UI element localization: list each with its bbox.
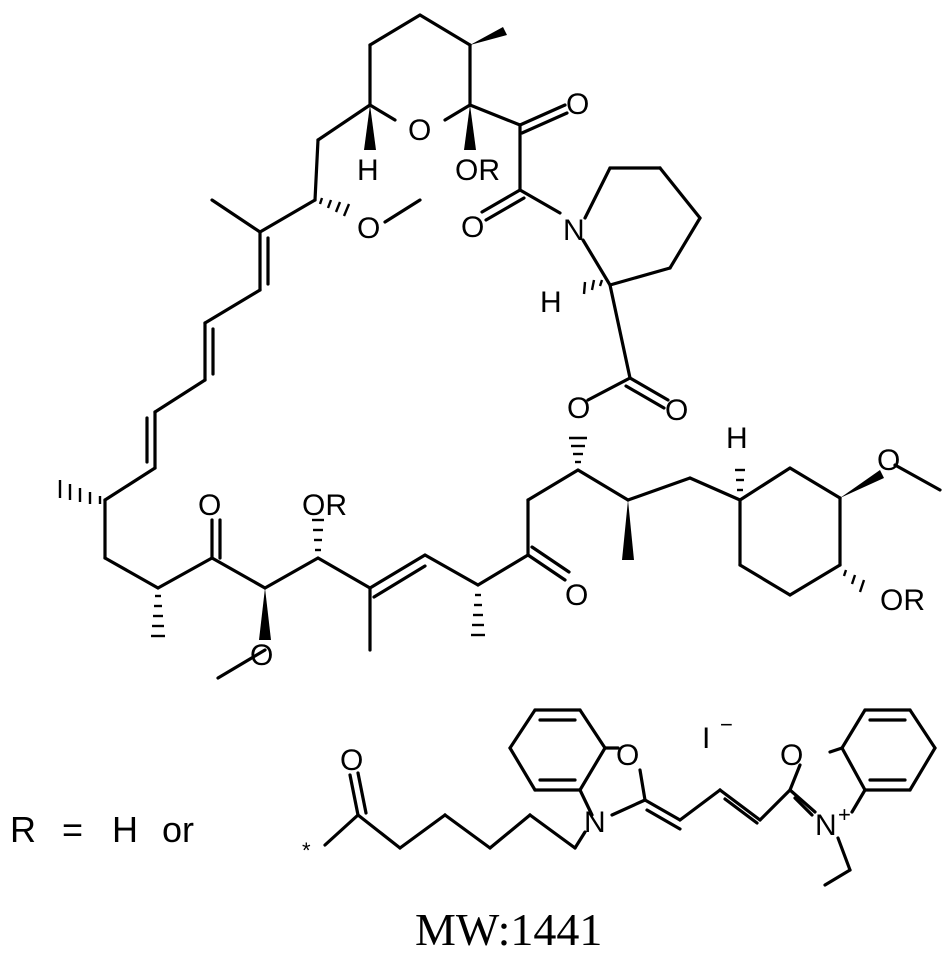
iodide-charge-label: − [720,712,733,737]
r-definition: R = H or [10,809,194,850]
dye-carbonyl-oxygen-label: O [340,744,363,777]
dye-oxygen-label-1: O [616,739,639,772]
ketone-oxygen-label: O [566,88,589,121]
hydrogen-option: H [112,809,138,850]
ring-methoxy-oxygen-label: O [877,444,900,477]
r-symbol: R [10,809,36,850]
ester-oxygen-label: O [567,392,590,425]
positive-charge-label: + [838,802,851,827]
or-word: or [162,809,194,850]
methyl-wedge [470,27,507,45]
h-label-3: H [726,422,748,455]
methyl-wedge-2 [622,500,634,560]
h-wedge [364,105,376,150]
dye-nitrogen-label: N [584,806,606,839]
methoxy-wedge-2 [840,470,884,498]
molecular-weight-label: MW:1441 [415,904,602,955]
r-group-bonds [323,708,937,887]
ketone-oxygen-label-2: O [198,489,221,522]
piperidine-nitrogen-label: N [563,214,585,247]
carbonyl-oxygen-label: O [665,394,688,427]
or-wedge [464,105,476,150]
r-group-labels: O * N O O N + I − [302,712,851,863]
stereo-bonds [58,27,884,640]
attachment-point: * [302,838,311,863]
methoxy-wedge [259,588,271,640]
atom-labels: O H OR O O N H O O O H O OR O OR O O [198,88,925,672]
or-label-1: OR [455,154,500,187]
or-label-2: OR [302,489,347,522]
methoxy-oxygen-label: O [357,212,380,245]
h-label-1: H [357,154,379,187]
methoxy-oxygen-label-2: O [250,639,273,672]
equals-sign: = [62,809,83,850]
ketone-oxygen-label-3: O [565,579,588,612]
amide-oxygen-label: O [461,211,484,244]
dye-nitrogen-label-2: N [815,809,837,842]
dye-oxygen-label-2: O [780,739,803,772]
h-label-2: H [540,286,562,319]
pyran-oxygen-label: O [408,114,431,147]
or-label-3: OR [880,584,925,617]
hash-bonds [58,197,866,638]
macrocycle-bonds [103,13,942,680]
iodide-label: I [702,722,710,755]
